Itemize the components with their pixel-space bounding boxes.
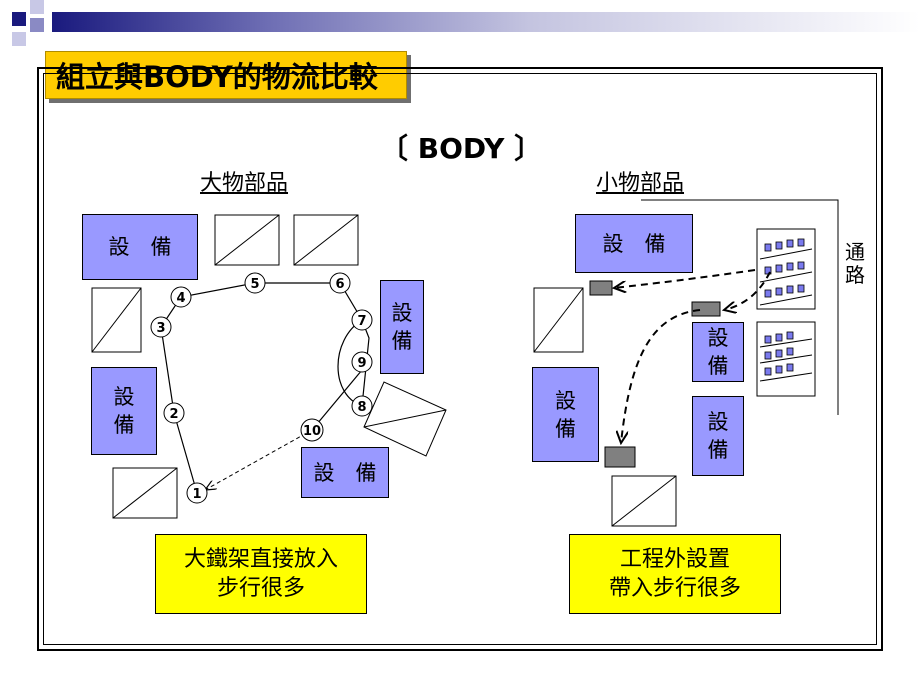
deco-square-4 — [12, 32, 26, 46]
left-rack-top-1 — [214, 214, 280, 266]
parts-shelf-top — [756, 228, 816, 310]
left-walk-path — [160, 282, 370, 494]
left-walk-segment-10 — [311, 369, 363, 431]
delivery-arrow-3 — [621, 309, 701, 443]
aisle-boundary — [641, 199, 839, 415]
svg-text:4: 4 — [176, 291, 185, 306]
right-rack-left — [533, 287, 584, 353]
part-bin-3 — [604, 446, 636, 468]
station-6: 6 — [329, 272, 351, 294]
left-heading: 大物部品 — [200, 171, 289, 196]
station-9: 9 — [351, 351, 373, 373]
svg-text:6: 6 — [335, 277, 344, 292]
station-3: 3 — [150, 316, 172, 338]
delivery-arrow-1 — [614, 269, 756, 288]
left-equipment-mid: 設 備 — [91, 367, 157, 455]
left-return-arrow — [205, 429, 313, 490]
station-5: 5 — [244, 272, 266, 294]
station-7: 7 — [351, 309, 373, 331]
right-equipment-left-tall: 設 備 — [532, 367, 599, 462]
title-gradient-bar — [52, 12, 920, 32]
right-heading: 小物部品 — [596, 171, 685, 196]
aisle-label: 通 路 — [845, 240, 865, 287]
station-10: 10 — [300, 418, 324, 442]
left-equipment-top: 設 備 — [82, 214, 198, 280]
part-bin-1 — [589, 280, 613, 296]
right-equipment-mid: 設 備 — [692, 322, 744, 382]
section-label: 〔 BODY 〕 — [380, 132, 543, 165]
parts-shelf-bottom — [756, 321, 816, 397]
station-1: 1 — [186, 482, 208, 504]
svg-text:3: 3 — [156, 321, 165, 336]
station-4: 4 — [170, 286, 192, 308]
left-rack-left — [91, 287, 142, 353]
right-rack-bottom — [611, 475, 677, 527]
left-rack-bottom — [112, 467, 178, 519]
svg-text:1: 1 — [192, 487, 201, 502]
deco-square-1 — [12, 12, 26, 26]
deco-square-3 — [30, 18, 44, 32]
left-rack-top-2 — [293, 214, 359, 266]
content-frame-inner — [43, 73, 877, 645]
delivery-arrow-2 — [724, 271, 771, 310]
slide-title: 組立與BODY的物流比較 — [45, 51, 407, 99]
svg-text:10: 10 — [303, 424, 321, 439]
right-equipment-top: 設 備 — [575, 214, 693, 273]
left-rack-rotated — [363, 381, 447, 457]
deco-square-2 — [30, 0, 44, 14]
right-equipment-bottom: 設 備 — [692, 396, 744, 476]
right-note: 工程外設置 帶入步行很多 — [569, 534, 781, 614]
station-2: 2 — [163, 402, 185, 424]
svg-text:9: 9 — [357, 356, 366, 371]
left-equipment-right-tall: 設 備 — [380, 280, 424, 374]
svg-text:7: 7 — [357, 314, 366, 329]
svg-text:5: 5 — [250, 277, 259, 292]
station-8: 8 — [351, 395, 373, 417]
svg-text:8: 8 — [357, 400, 366, 415]
content-frame-outer — [37, 67, 883, 651]
svg-text:2: 2 — [169, 407, 178, 422]
left-equipment-bottom: 設 備 — [301, 447, 389, 498]
part-bin-2 — [691, 301, 721, 317]
left-walk-loop — [337, 319, 363, 407]
left-note: 大鐵架直接放入 步行很多 — [155, 534, 367, 614]
